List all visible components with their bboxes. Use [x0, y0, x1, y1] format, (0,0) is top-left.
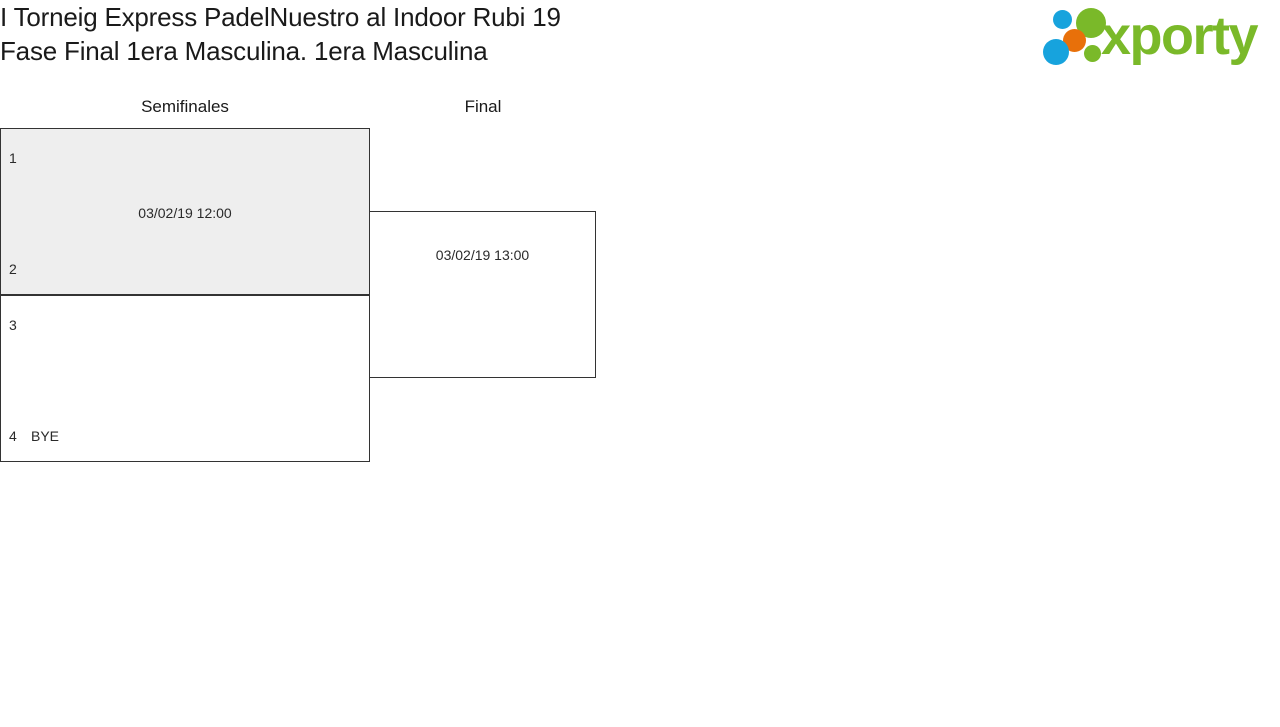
- match-semifinal-1-time: 03/02/19 12:00: [138, 205, 232, 221]
- logo-dot-orange-icon: [1063, 29, 1086, 52]
- logo-dots-icon: [1043, 8, 1106, 65]
- xporty-logo[interactable]: xporty: [1043, 6, 1275, 66]
- logo-dot-green-small-icon: [1084, 45, 1101, 62]
- page-title: I Torneig Express PadelNuestro al Indoor…: [0, 0, 1000, 68]
- match-semifinal-1[interactable]: 1 03/02/19 12:00 2: [0, 128, 370, 295]
- seed-number: 1: [9, 150, 17, 166]
- round-label-semifinales: Semifinales: [141, 97, 229, 116]
- match-semifinal-2-slot-bottom[interactable]: 4 BYE: [9, 427, 59, 445]
- seed-number: 3: [9, 317, 17, 333]
- seed-number: 2: [9, 261, 17, 277]
- match-final[interactable]: 03/02/19 13:00: [369, 211, 596, 378]
- logo-wordmark: xporty: [1101, 6, 1259, 66]
- page-title-line-1: I Torneig Express PadelNuestro al Indoor…: [0, 2, 561, 32]
- logo-dot-blue-small-icon: [1053, 10, 1072, 29]
- round-label-final: Final: [464, 97, 502, 116]
- match-semifinal-2-slot-top[interactable]: 3: [9, 316, 31, 334]
- match-final-slot-bottom[interactable]: [378, 343, 400, 361]
- page-header: I Torneig Express PadelNuestro al Indoor…: [0, 0, 1280, 78]
- match-final-time: 03/02/19 13:00: [435, 247, 530, 263]
- match-semifinal-1-slot-bottom[interactable]: 2: [9, 260, 31, 278]
- page-title-line-2: Fase Final 1era Masculina. 1era Masculin…: [0, 36, 488, 66]
- match-semifinal-2[interactable]: 3 4 BYE: [0, 295, 370, 462]
- participant-name: BYE: [31, 428, 60, 444]
- logo-dot-blue-large-icon: [1043, 39, 1069, 65]
- match-semifinal-1-slot-top[interactable]: 1: [9, 149, 31, 167]
- seed-number: 4: [9, 428, 17, 444]
